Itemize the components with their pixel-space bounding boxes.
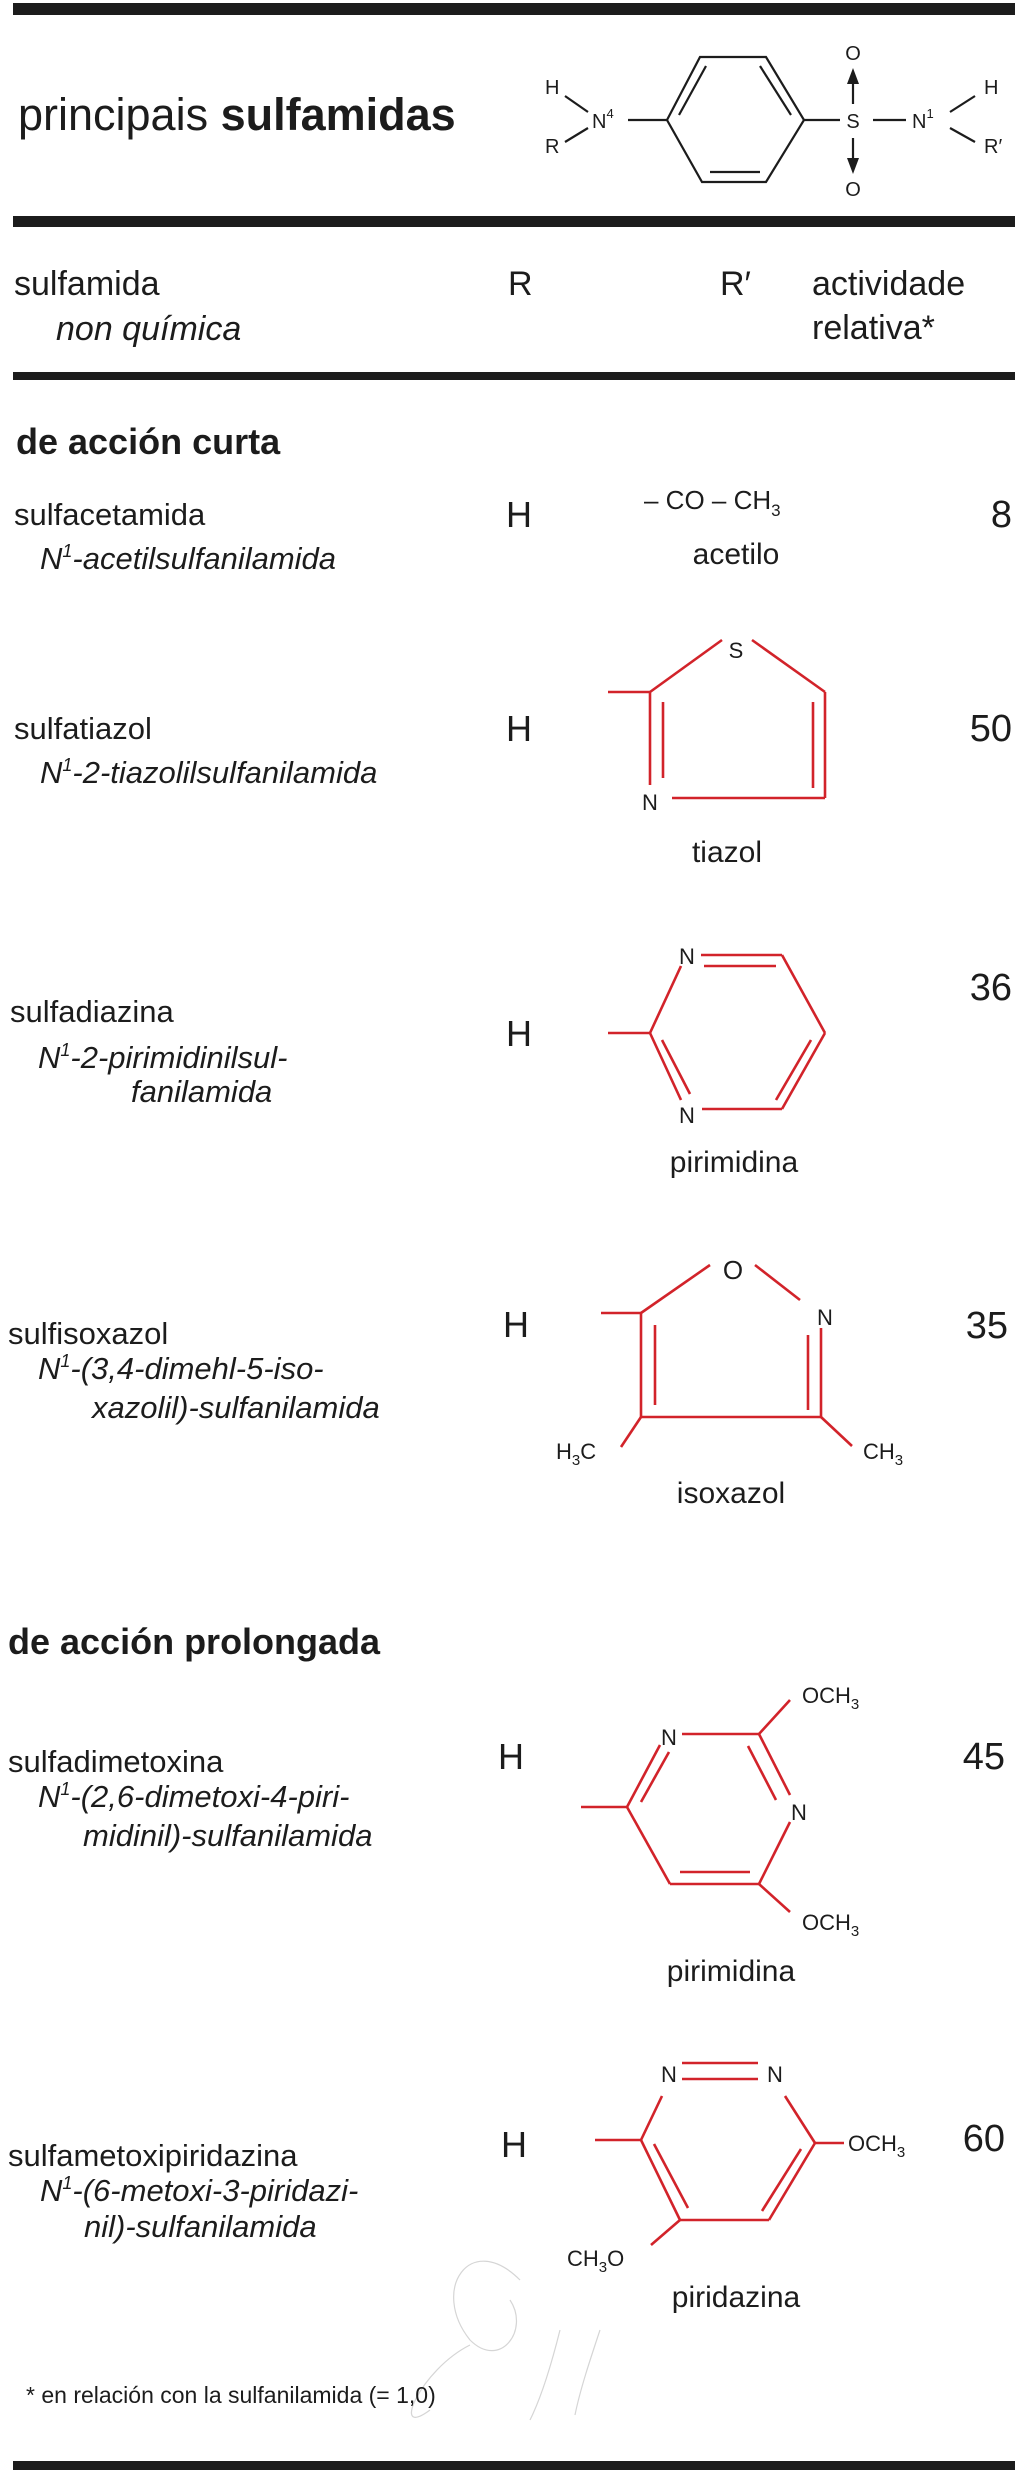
table-row: sulfacetamida N1-acetilsulfanilamida H –… <box>14 485 1012 576</box>
pyridazine-ring: N N OCH3 CH3O <box>567 2061 905 2276</box>
chemical-name-continued: xazolil)-sulfanilamida <box>90 1390 380 1425</box>
r-prime-group: acetilo <box>693 538 780 571</box>
drug-name: sulfadiazina <box>10 994 174 1029</box>
atom-r: R <box>545 136 559 158</box>
activity-value: 50 <box>970 708 1012 750</box>
atom-o-bottom: O <box>845 179 861 201</box>
atom-r-prime: R′ <box>984 136 1002 158</box>
top-rule <box>13 3 1015 15</box>
methoxy-top: OCH3 <box>802 1683 859 1713</box>
activity-value: 36 <box>970 967 1012 1009</box>
atom-n1: N1 <box>912 106 934 133</box>
footnote: * en relación con la sulfanilamida (= 1,… <box>26 2382 436 2408</box>
section-title-short-acting: de acción curta <box>16 421 281 462</box>
table-row: sulfametoxipiridazina N1-(6-metoxi-3-pir… <box>8 2061 1005 2314</box>
column-header-sulfamida: sulfamida <box>14 265 160 303</box>
drug-name: sulfatiazol <box>14 711 152 746</box>
chemical-name-continued: fanilamida <box>131 1074 272 1109</box>
methoxy-bottom: OCH3 <box>802 1910 859 1940</box>
r-prime-group: pirimidina <box>667 1955 796 1988</box>
column-header-activity: actividade <box>812 265 965 303</box>
column-header-activity-relative: relativa* <box>812 309 935 347</box>
table-row: sulfadimetoxina N1-(2,6-dimetoxi-4-piri-… <box>8 1683 1005 1988</box>
column-header-r: R <box>508 265 533 303</box>
methyl-left: H3C <box>556 1439 596 1469</box>
column-header-rule <box>13 372 1015 380</box>
chemical-name: N1-2-pirimidinilsul- <box>38 1040 287 1075</box>
table-row: sulfisoxazol N1-(3,4-dimehl-5-iso- xazol… <box>8 1255 1008 1510</box>
atom-h: H <box>545 77 559 99</box>
activity-value: 45 <box>963 1736 1005 1778</box>
pyrimidine-ring: N N <box>608 944 827 1128</box>
atom-n: N <box>767 2062 783 2087</box>
pyrimidine-ring: N N OCH3 OCH3 <box>581 1683 859 1940</box>
drug-name: sulfisoxazol <box>8 1316 168 1351</box>
chemical-name: N1-acetilsulfanilamida <box>40 541 336 576</box>
activity-value: 8 <box>991 494 1012 536</box>
chemical-name: N1-2-tiazolilsulfanilamida <box>40 755 377 790</box>
general-structure: H R N4 S O O N1 H R′ <box>545 43 1002 201</box>
atom-o-top: O <box>845 43 861 65</box>
r-prime-group: pirimidina <box>670 1146 799 1179</box>
atom-n: N <box>817 1305 833 1330</box>
activity-value: 35 <box>966 1305 1008 1347</box>
isoxazole-ring: O N H3C CH3 <box>556 1255 903 1469</box>
r-prime-group: isoxazol <box>677 1477 785 1510</box>
atom-h-right: H <box>984 77 998 99</box>
r-value: H <box>503 1304 529 1345</box>
drug-name: sulfadimetoxina <box>8 1744 224 1779</box>
atom-n: N <box>642 790 658 815</box>
activity-value: 60 <box>963 2118 1005 2160</box>
atom-o: O <box>723 1255 743 1285</box>
table-row: sulfadiazina N1-2-pirimidinilsul- fanila… <box>10 944 1012 1179</box>
atom-n: N <box>679 944 695 969</box>
chemical-name-continued: nil)-sulfanilamida <box>84 2209 317 2244</box>
r-prime-group: tiazol <box>692 836 762 869</box>
atom-n4: N4 <box>592 106 614 133</box>
r-value: H <box>506 708 532 749</box>
header-rule <box>13 216 1015 227</box>
chemical-name-continued: midinil)-sulfanilamida <box>83 1818 372 1853</box>
methyl-right: CH3 <box>863 1439 903 1469</box>
thiazole-ring: S N <box>608 638 827 815</box>
r-value: H <box>506 494 532 535</box>
atom-s: S <box>846 111 859 133</box>
atom-n: N <box>661 1725 677 1750</box>
r-value: H <box>498 1736 524 1777</box>
r-prime-group: piridazina <box>672 2281 801 2314</box>
atom-n: N <box>791 1800 807 1825</box>
chemical-name: N1-(3,4-dimehl-5-iso- <box>38 1351 324 1386</box>
watermark-logo <box>411 2260 601 2421</box>
chemical-name: N1-(2,6-dimetoxi-4-piri- <box>38 1779 349 1814</box>
drug-name: sulfacetamida <box>14 497 206 532</box>
r-prime-formula: – CO – CH3 <box>644 485 781 520</box>
table-row: sulfatiazol N1-2-tiazolilsulfanilamida H… <box>14 638 1012 869</box>
drug-name: sulfametoxipiridazina <box>8 2138 298 2173</box>
chemical-name: N1-(6-metoxi-3-piridazi- <box>40 2173 358 2208</box>
bottom-rule <box>13 2461 1015 2470</box>
methoxy-right: OCH3 <box>848 2131 905 2161</box>
atom-s: S <box>729 638 744 663</box>
page-title: principais sulfamidas <box>18 89 456 140</box>
atom-n: N <box>661 2062 677 2087</box>
methoxy-left: CH3O <box>567 2246 624 2276</box>
section-title-long-acting: de acción prolongada <box>8 1621 381 1662</box>
r-value: H <box>501 2124 527 2165</box>
r-value: H <box>506 1013 532 1054</box>
atom-n: N <box>679 1103 695 1128</box>
column-header-chemical-name: non química <box>56 310 241 348</box>
benzene-ring <box>665 55 806 184</box>
column-header-r-prime: R′ <box>720 265 751 303</box>
